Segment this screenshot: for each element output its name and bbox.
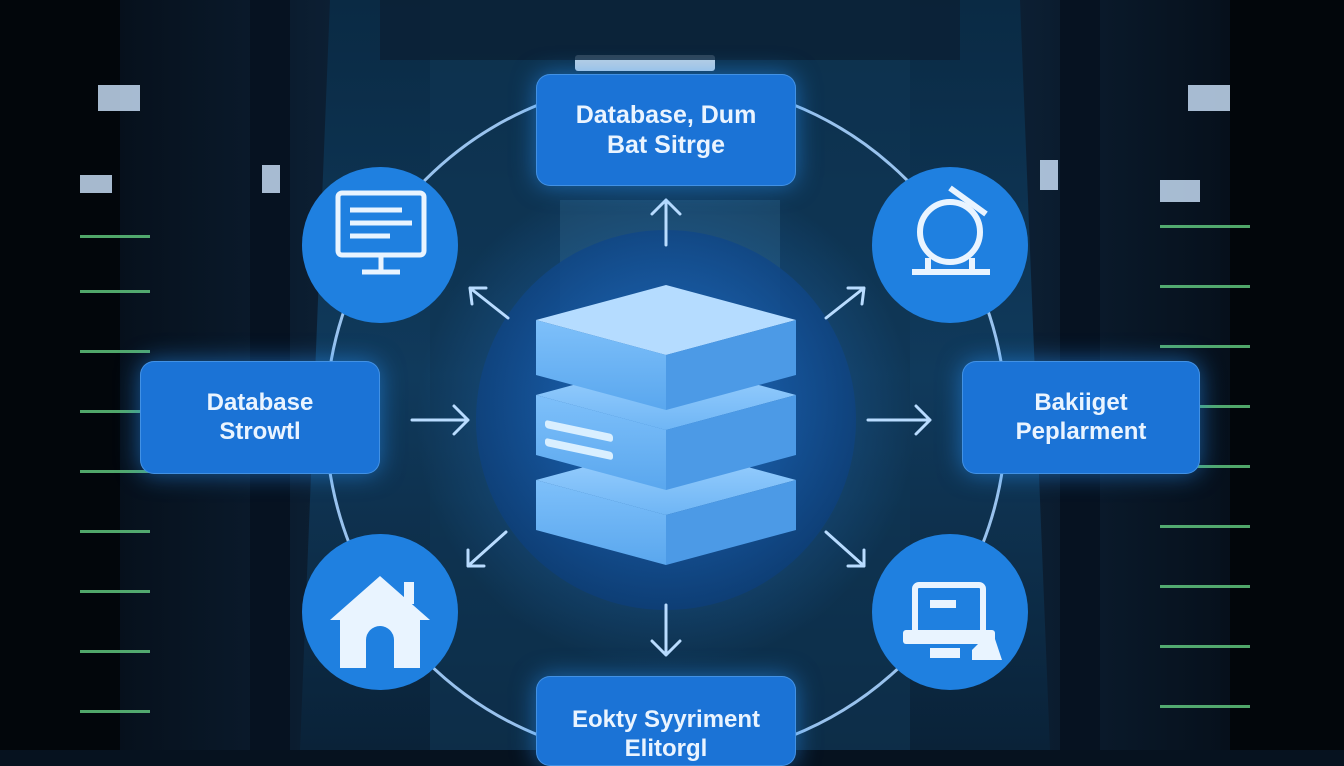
arrow-down — [650, 603, 682, 657]
label-left-line1: Database — [206, 388, 314, 416]
flow-arrows — [410, 198, 932, 657]
database-stack-icon — [536, 285, 796, 565]
network-node-icon — [912, 185, 990, 275]
label-left: Database Strowtl — [140, 361, 380, 474]
label-left-line2: Strowtl — [219, 417, 301, 445]
arrow-up-right — [824, 286, 866, 320]
arrow-down-right — [824, 530, 866, 568]
label-top-line1: Database, Dum — [575, 101, 757, 129]
arrow-right-out — [866, 404, 932, 436]
label-top: Database, Dum Bat Sitrge — [536, 74, 796, 186]
left-rack-lights — [80, 235, 150, 713]
label-bottom-line1: Eokty Syyriment — [571, 706, 761, 733]
arrow-up — [650, 198, 682, 247]
node-workstation — [872, 534, 1028, 690]
arrow-down-left — [466, 530, 508, 568]
label-right-line2: Peplarment — [1015, 417, 1147, 445]
house-icon — [330, 576, 430, 668]
node-home — [302, 534, 458, 690]
workstation-icon — [903, 582, 1002, 660]
label-right: Bakiiget Peplarment — [962, 361, 1200, 474]
label-bottom-line2: Elitorgl — [624, 734, 708, 762]
monitor-icon — [335, 190, 427, 275]
label-top-line2: Bat Sitrge — [606, 131, 726, 159]
node-network — [872, 167, 1028, 323]
arrow-left-in — [410, 404, 470, 436]
arrow-up-left — [468, 286, 510, 320]
node-monitor — [302, 167, 458, 323]
label-bottom: Eokty Syyriment Elitorgl — [536, 676, 796, 766]
right-rack-lights — [1160, 225, 1250, 708]
label-right-line1: Bakiiget — [1034, 388, 1128, 416]
